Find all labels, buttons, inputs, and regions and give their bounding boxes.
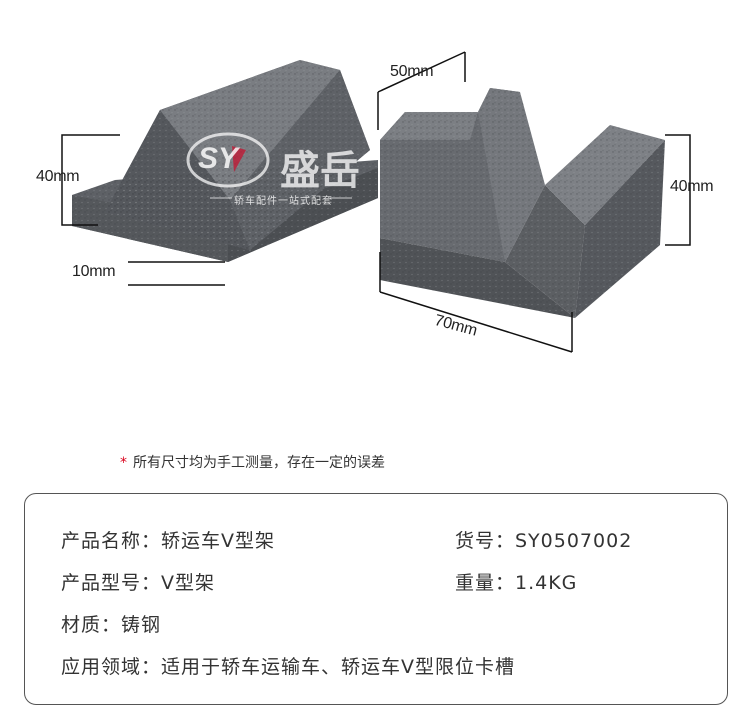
right-v-block	[380, 88, 665, 318]
dimension-lines	[61, 51, 691, 353]
measurement-note: * 所有尺寸均为手工测量，存在一定的误差	[120, 452, 385, 472]
note-text: 所有尺寸均为手工测量，存在一定的误差	[133, 455, 385, 471]
spec-name: 产品名称：轿运车V型架	[61, 530, 275, 552]
logo-letters: SY	[198, 142, 239, 175]
logo-tagline: 轿车配件一站式配套	[234, 196, 333, 207]
spec-weight: 重量：1.4KG	[455, 572, 578, 594]
spec-box: 产品名称：轿运车V型架 货号：SY0507002 产品型号：V型架 重量：1.4…	[24, 493, 728, 705]
spec-material: 材质：铸钢	[61, 614, 162, 636]
dim-right-height: 40mm	[670, 178, 714, 195]
spec-model: 产品型号：V型架	[61, 572, 215, 594]
logo-brand-text: 盛岳	[280, 148, 360, 194]
note-star: *	[120, 455, 127, 471]
spec-application: 应用领域：适用于轿车运输车、轿运车V型限位卡槽	[61, 656, 515, 678]
product-photo	[61, 51, 691, 353]
dim-left-thickness: 10mm	[72, 263, 116, 280]
spec-item-no: 货号：SY0507002	[455, 530, 633, 552]
dim-right-width: 50mm	[390, 63, 434, 80]
brand-logo	[186, 132, 352, 199]
dim-left-height: 40mm	[36, 168, 80, 185]
